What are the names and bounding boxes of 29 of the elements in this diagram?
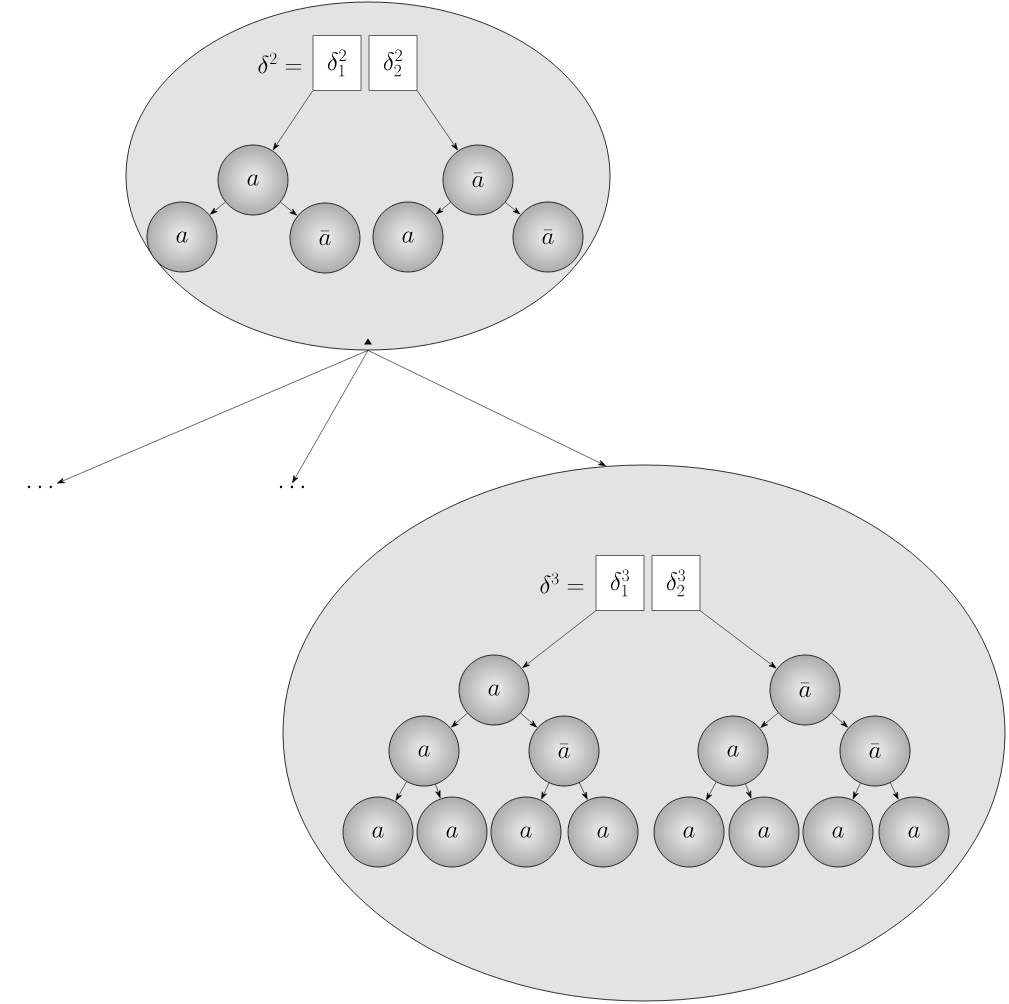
arrow: [451, 712, 468, 728]
component-box: $\delta^2_1$: [312, 35, 362, 91]
arrow: [292, 350, 369, 484]
arrow: [890, 782, 899, 800]
component-box: $\delta^3_2$: [651, 555, 701, 611]
arrow: [395, 781, 407, 801]
arrow: [579, 782, 588, 800]
arrow: [852, 782, 861, 800]
arrow: [435, 784, 441, 798]
arrow: [280, 201, 297, 216]
component-box: $\delta^2_2$: [368, 35, 418, 91]
arrow: [367, 350, 606, 466]
arrow: [522, 610, 596, 668]
arrow: [210, 201, 226, 215]
arrow: [745, 783, 752, 799]
ellipsis-text: $\dots$: [279, 485, 305, 489]
arrow: [831, 712, 848, 728]
arrow: [520, 712, 537, 728]
arrow: [700, 610, 777, 669]
component-box: $\delta^3_1$: [595, 555, 645, 611]
arrow: [541, 782, 550, 800]
arrow: [435, 202, 451, 215]
arrow: [272, 90, 313, 151]
arrow: [57, 350, 369, 484]
arrow: [417, 90, 458, 151]
arrow: [505, 202, 521, 215]
arrow: [760, 712, 779, 728]
ellipsis-text: $\dots$: [27, 485, 53, 489]
arrow: [706, 781, 717, 801]
